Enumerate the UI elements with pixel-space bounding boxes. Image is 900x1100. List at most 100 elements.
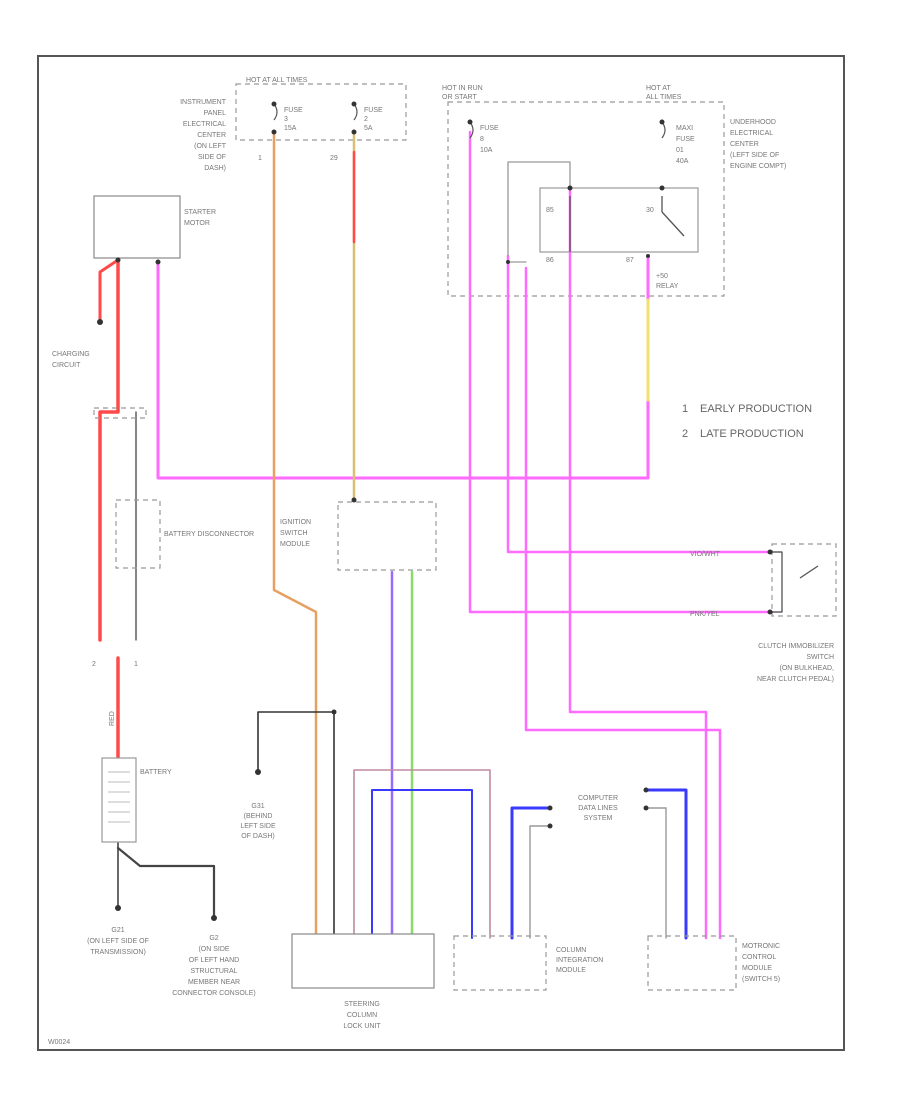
label-line: (ON LEFT — [194, 143, 227, 150]
wire-red-charging — [98, 258, 120, 324]
label-line: FUSE — [284, 107, 303, 114]
label-line: CLUTCH IMMOBILIZER — [758, 643, 834, 650]
fuse-pin-29: 29 — [330, 155, 338, 162]
legend-1-text: EARLY PRODUCTION — [700, 403, 812, 415]
label-line: (ON LEFT SIDE OF — [87, 938, 149, 945]
label-line: MOTOR — [184, 220, 210, 227]
connection-dots — [97, 101, 773, 921]
battery-label: BATTERY — [140, 769, 172, 776]
wire-relay-control — [506, 254, 774, 554]
steering-lock-box — [291, 933, 435, 989]
label-line: SWITCH — [806, 654, 834, 661]
label-line: ALL TIMES — [646, 94, 682, 101]
label-line: SWITCH — [280, 530, 308, 537]
label-line: ELECTRICAL — [183, 121, 226, 128]
label-line: (ON BULKHEAD, — [780, 665, 835, 672]
wire-pink-motronic-b — [568, 186, 708, 940]
ip-center-hot-label: HOT AT ALL TIMES — [246, 77, 308, 84]
label-line: DASH) — [204, 165, 226, 172]
battery-disconnector-label: BATTERY DISCONNECTOR — [164, 531, 254, 538]
label-line: STARTER — [184, 209, 216, 216]
battery-pin-1: 1 — [134, 661, 138, 668]
legend-2-num: 2 — [682, 428, 688, 440]
wire-red-starter-disconnect — [98, 258, 120, 642]
label-line: SIDE OF — [198, 154, 226, 161]
wires — [98, 130, 783, 940]
hot-all-times-right-label: HOT AT ALL TIMES — [646, 85, 682, 101]
battery-pin-2: 2 — [92, 661, 96, 668]
legend-1-num: 1 — [682, 403, 688, 415]
label-line: RELAY — [656, 283, 679, 290]
label-line: MODULE — [280, 541, 310, 548]
label-line: CHARGING — [52, 351, 90, 358]
label-line: ELECTRICAL — [730, 130, 773, 137]
diagram-frame — [37, 55, 845, 1051]
label-line: STEERING — [344, 1001, 380, 1008]
relay-pin-85: 85 — [546, 207, 554, 214]
wire-black-ground-g2 — [116, 846, 216, 920]
ip-electrical-center-box — [235, 83, 407, 141]
underhood-electrical-center-box — [447, 101, 725, 297]
label-line: (ON SIDE — [198, 946, 229, 953]
wire-blue-loop — [371, 789, 473, 939]
label-line: SYSTEM — [584, 815, 613, 822]
clutch-wire-a-label: VIO/WHT — [690, 551, 721, 558]
label-line: INSTRUMENT — [180, 99, 227, 106]
label-line: 01 — [676, 147, 684, 154]
battery-wire-color: RED — [109, 711, 116, 726]
relay-pin-30: 30 — [646, 207, 654, 214]
label-line: OF DASH) — [241, 833, 274, 840]
fuse-pin-1: 1 — [258, 155, 262, 162]
label-line: INTEGRATION — [556, 957, 603, 964]
wire-clutch-switch — [771, 551, 783, 613]
battery-box — [101, 757, 137, 843]
wire-blue-cdl-motronic — [644, 788, 688, 940]
label-line: OR START — [442, 94, 477, 101]
label-line: PANEL — [204, 110, 227, 117]
ignition-switch-box — [337, 501, 437, 571]
label-line: 10A — [480, 147, 493, 154]
ignition-switch-label: IGNITION SWITCH MODULE — [280, 519, 311, 548]
label-line: CONTROL — [742, 954, 776, 961]
label-line: DATA LINES — [578, 805, 618, 812]
label-line: MEMBER NEAR — [188, 979, 240, 986]
wire-orange-fuse3 — [272, 130, 318, 940]
label-line: +50 — [656, 273, 668, 280]
label-line: COLUMN — [347, 1012, 377, 1019]
label-line: MAXI — [676, 125, 693, 132]
label-line: 40A — [676, 158, 689, 165]
battery-cells — [108, 771, 130, 823]
label-line: HOT AT — [646, 85, 671, 92]
label-line: STRUCTURAL — [190, 968, 237, 975]
wire-pink-motronic — [524, 266, 722, 940]
label-line: (BEHIND — [244, 813, 273, 820]
label-line: 5A — [364, 125, 373, 132]
battery-disconnector-box — [115, 499, 161, 569]
label-line: MODULE — [742, 965, 772, 972]
label-line: G21 — [111, 927, 124, 934]
label-line: FUSE — [480, 125, 499, 132]
label-line: OF LEFT HAND — [189, 957, 239, 964]
relay-contacts — [569, 196, 819, 579]
relay-box — [539, 187, 699, 253]
label-line: 2 — [364, 116, 368, 123]
wire-black-g31 — [257, 711, 335, 939]
clutch-wire-b-label: PNK/YEL — [690, 611, 720, 618]
label-line: IGNITION — [280, 519, 311, 526]
label-line: G31 — [251, 803, 264, 810]
